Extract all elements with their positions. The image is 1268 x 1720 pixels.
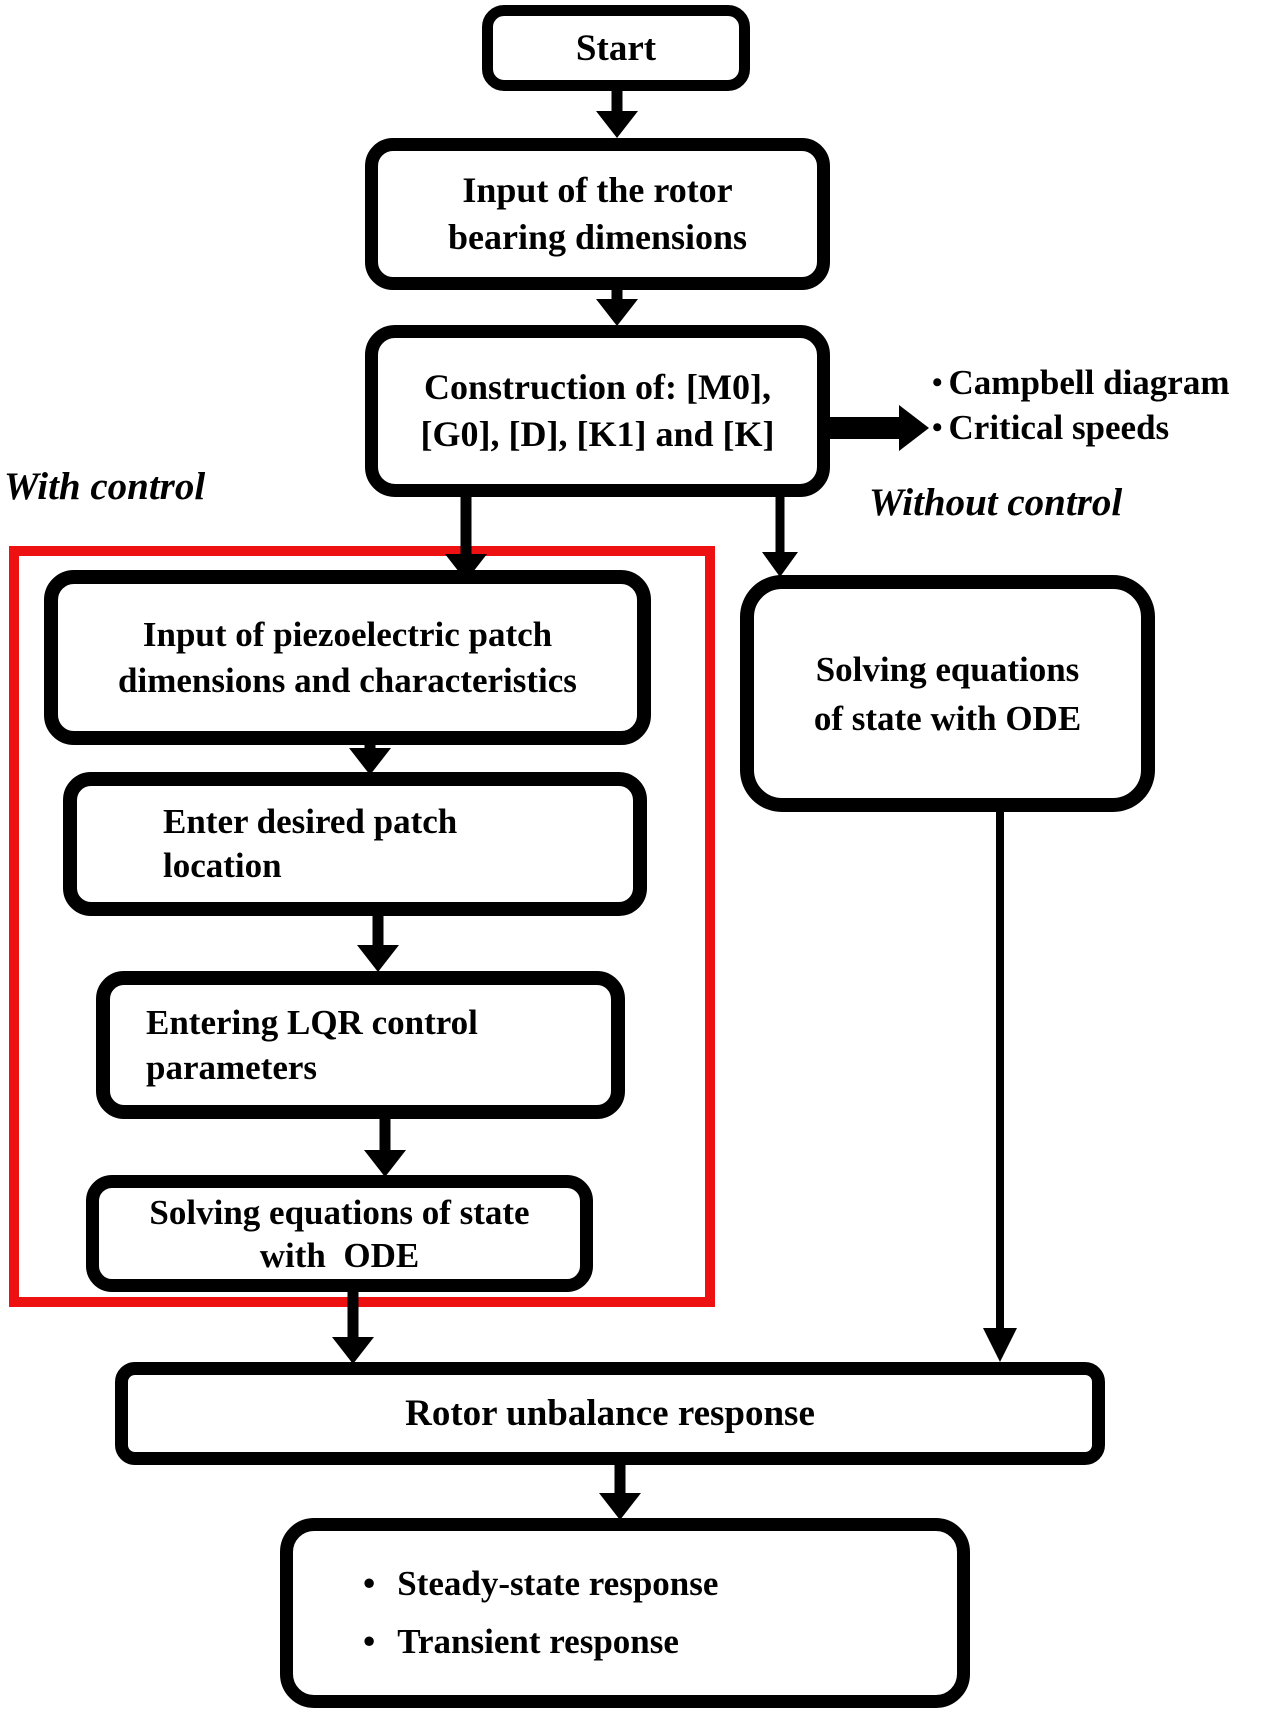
output-item-critical-speeds: • Critical speeds <box>932 405 1230 450</box>
node-construction: Construction of: [M0], [G0], [D], [K1] a… <box>365 325 830 497</box>
arrow-solve-without-to-unbalance <box>978 812 1022 1362</box>
node-results: • Steady-state response • Transient resp… <box>280 1518 970 1708</box>
node-solve-with-control-line1: Solving equations of state <box>149 1192 530 1232</box>
bullet-icon: • <box>932 411 943 444</box>
arrow-head <box>332 1337 374 1364</box>
result-item-steady-state-label: Steady-state response <box>397 1564 719 1603</box>
arrow-shaft <box>372 916 384 947</box>
node-patch-location-line2: location <box>163 846 282 885</box>
arrow-shaft <box>460 497 472 556</box>
bullet-icon: • <box>932 366 943 399</box>
arrow-head <box>899 405 929 451</box>
arrow-construction-to-piezo <box>444 497 488 581</box>
node-solve-with-control-line2: with ODE <box>259 1235 420 1275</box>
node-patch-location-line1: Enter desired patch <box>163 802 458 841</box>
bullet-icon: • <box>363 1564 376 1603</box>
node-unbalance-response-label: Rotor unbalance response <box>405 1393 815 1434</box>
node-construction-line2: [G0], [D], [K1] and [K] <box>420 414 775 454</box>
arrow-shaft <box>379 1119 391 1152</box>
result-item-transient: • Transient response <box>363 1622 679 1662</box>
arrow-shaft <box>775 497 785 552</box>
arrow-shaft <box>830 417 901 439</box>
node-lqr-params-line2: parameters <box>146 1048 318 1087</box>
arrow-start-to-rotor-input <box>595 90 639 138</box>
node-unbalance-response: Rotor unbalance response <box>115 1362 1105 1465</box>
without-control-label: Without control <box>869 481 1123 524</box>
arrow-piezo-to-patch-location <box>348 745 392 775</box>
arrow-shaft <box>347 1290 359 1339</box>
node-solve-without-control: Solving equations of state with ODE <box>740 575 1155 812</box>
outputs-list: • Campbell diagram • Critical speeds <box>932 360 1230 450</box>
output-item-campbell-label: Campbell diagram <box>948 363 1230 402</box>
arrow-solve-with-to-unbalance <box>331 1290 375 1364</box>
result-item-transient-label: Transient response <box>397 1622 679 1661</box>
arrow-head <box>599 1493 641 1520</box>
arrow-lqr-to-solve-with <box>363 1119 407 1177</box>
bullet-icon: • <box>363 1622 376 1661</box>
node-piezo-input-line1: Input of piezoelectric patch <box>142 614 553 654</box>
node-rotor-input-line1: Input of the rotor <box>462 170 733 210</box>
node-lqr-params-line1: Entering LQR control <box>146 1003 478 1042</box>
node-piezo-input-line2: dimensions and characteristics <box>118 660 577 700</box>
arrow-shaft <box>611 90 623 113</box>
with-control-highlight-frame <box>9 546 715 1307</box>
node-rotor-input-line2: bearing dimensions <box>447 217 748 257</box>
node-rotor-input: Input of the rotor bearing dimensions <box>365 138 830 290</box>
arrow-head <box>762 552 798 577</box>
node-solve-without-control-line2: of state with ODE <box>813 698 1082 738</box>
arrow-rotor-input-to-construction <box>595 290 639 326</box>
node-patch-location: Enter desired patch location <box>63 772 647 916</box>
arrow-head <box>357 945 399 972</box>
arrow-head <box>596 299 638 326</box>
output-item-campbell: • Campbell diagram <box>932 360 1230 405</box>
node-start-label: Start <box>575 27 657 69</box>
arrow-construction-to-outputs <box>830 405 929 451</box>
arrow-head <box>983 1328 1017 1362</box>
arrow-head <box>596 111 638 138</box>
node-start: Start <box>482 5 750 91</box>
output-item-critical-speeds-label: Critical speeds <box>948 408 1170 447</box>
node-piezo-input: Input of piezoelectric patch dimensions … <box>44 570 651 745</box>
arrow-shaft <box>996 812 1004 1329</box>
arrow-head <box>445 554 487 581</box>
node-lqr-params: Entering LQR control parameters <box>96 971 625 1119</box>
arrow-head <box>349 748 391 775</box>
arrow-unbalance-to-results <box>598 1465 642 1520</box>
node-solve-without-control-line1: Solving equations <box>815 649 1080 689</box>
arrow-construction-to-solve-without <box>758 497 802 577</box>
result-item-steady-state: • Steady-state response <box>363 1564 718 1604</box>
arrow-head <box>364 1150 406 1177</box>
arrow-shaft <box>614 1465 626 1495</box>
node-construction-line1: Construction of: [M0], <box>424 367 771 407</box>
arrow-shaft <box>364 745 376 750</box>
with-control-label: With control <box>4 465 206 508</box>
arrow-shaft <box>611 290 623 301</box>
arrow-patch-location-to-lqr <box>356 916 400 972</box>
node-solve-with-control: Solving equations of state with ODE <box>86 1175 593 1292</box>
